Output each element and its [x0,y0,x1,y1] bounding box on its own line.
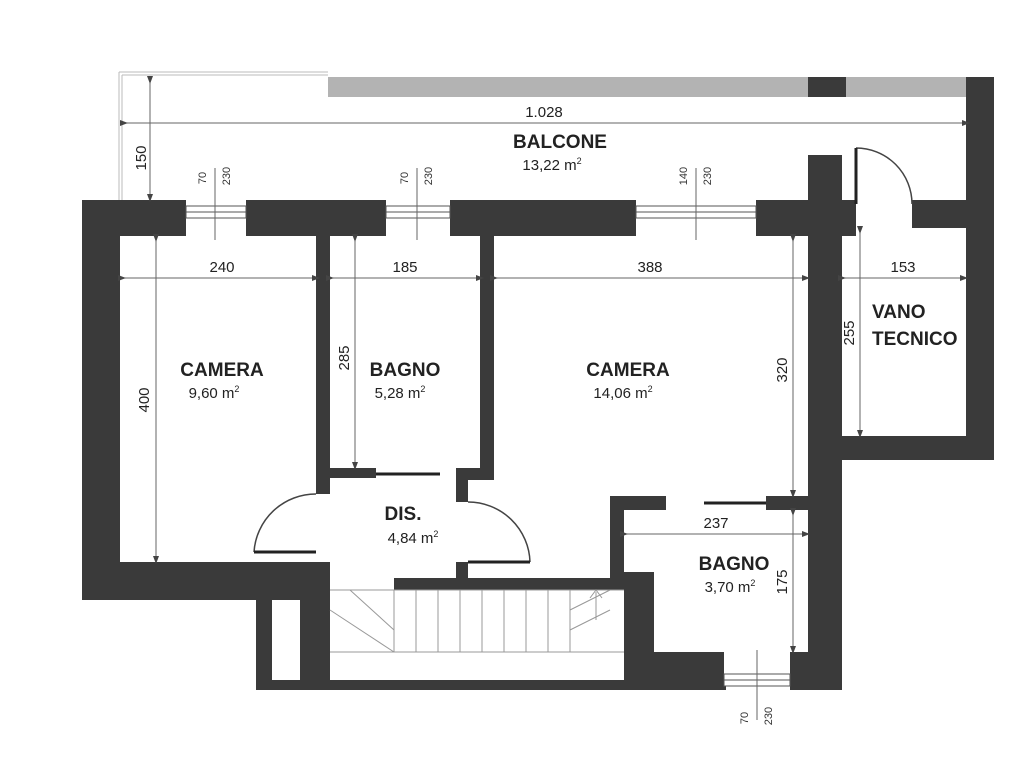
room-area-bagno-2: 3,70 m2 [705,578,756,596]
dimension-lines [118,76,970,720]
dim-balcone-depth: 150 [133,145,150,170]
dim-balcone-width: 1.028 [525,104,563,121]
window1-width: 70 [197,172,209,184]
dim-bagno1-depth: 285 [336,345,353,370]
room-label-balcone: BALCONE [513,132,607,153]
dim-camera1-depth: 400 [136,387,153,412]
window4-width: 70 [739,712,751,724]
room-label-vano-line-1: VANO [872,302,925,323]
dim-bagno1-width: 185 [392,259,417,276]
room-area-bagno-1: 5,28 m2 [375,384,426,402]
dim-bagno2-width: 237 [703,515,728,532]
room-label-camera-1: CAMERA [180,360,264,381]
room-area-camera-2: 14,06 m2 [593,384,652,402]
dim-camera1-width: 240 [209,259,234,276]
room-label-vano-line-2: TECNICO [872,329,958,350]
room-area-camera-1: 9,60 m2 [189,384,240,402]
window1-height: 230 [221,167,233,185]
balcony-railing [118,71,966,200]
walls [82,77,994,690]
dim-camera2-width: 388 [637,259,662,276]
dim-bagno2-depth: 175 [774,569,791,594]
window3-height: 230 [702,167,714,185]
room-label-dis: DIS. [385,504,422,525]
stairs [329,589,624,653]
room-label-bagno-2: BAGNO [699,554,770,575]
window4-height: 230 [763,707,775,725]
room-label-bagno-1: BAGNO [370,360,441,381]
room-area-balcone: 13,22 m2 [522,156,581,174]
room-label-camera-2: CAMERA [586,360,670,381]
window2-height: 230 [423,167,435,185]
doors [253,147,913,564]
dim-vano-depth: 255 [841,320,858,345]
dim-camera2-depth: 320 [774,357,791,382]
room-area-dis: 4,84 m2 [388,529,439,547]
dim-vano-width: 153 [890,259,915,276]
window3-width: 140 [678,167,690,185]
window2-width: 70 [399,172,411,184]
